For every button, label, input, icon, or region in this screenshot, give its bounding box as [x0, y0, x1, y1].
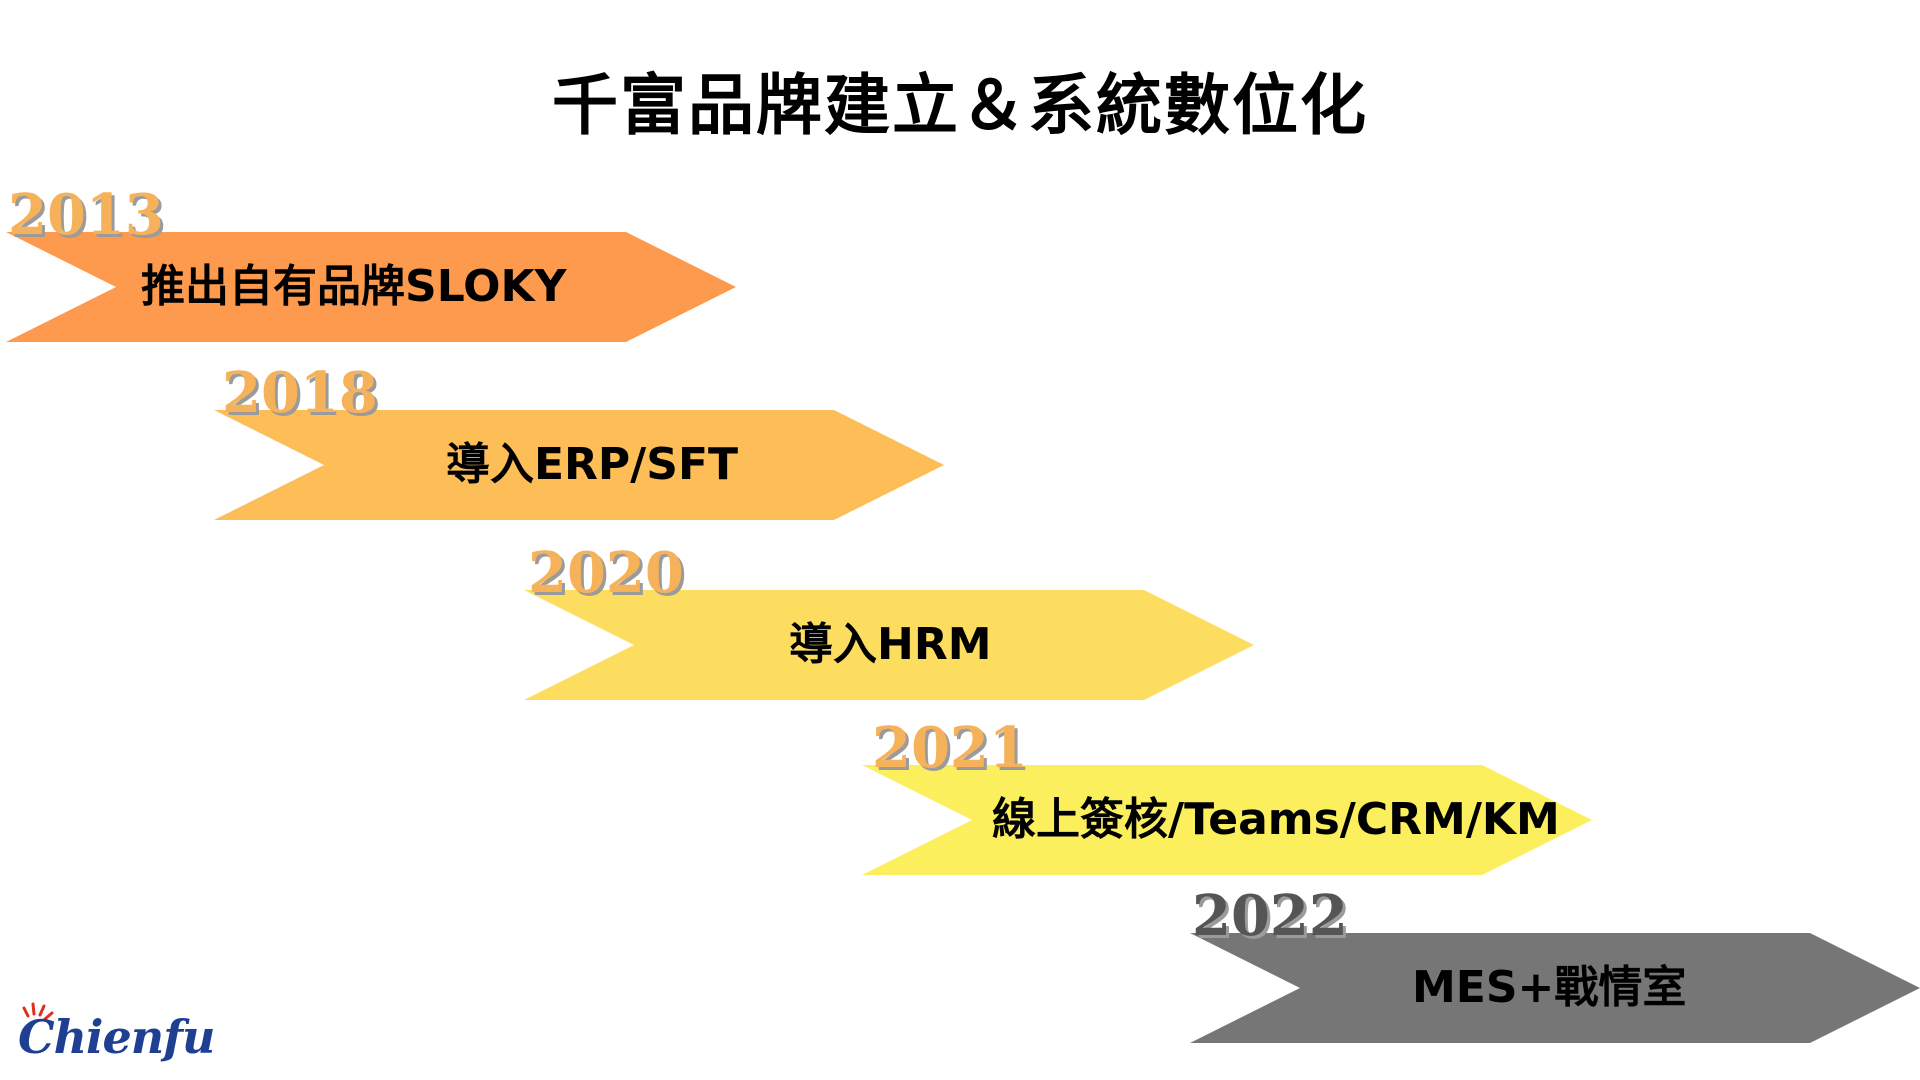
- chienfu-logo-icon: [22, 1002, 54, 1021]
- chevron-arrow-icon: [1190, 933, 1920, 1043]
- step-label: 線上簽核/Teams/CRM/KM: [992, 794, 1560, 845]
- step-label: 推出自有品牌SLOKY: [141, 261, 567, 312]
- logo-spark: [38, 1004, 46, 1017]
- chevron-shape: [862, 765, 1592, 875]
- year-label-2022: 2022: [1192, 883, 1348, 949]
- chienfu-logo: Chienfu: [18, 1000, 215, 1075]
- timeline-step-2021: 線上簽核/Teams/CRM/KM: [862, 765, 1592, 875]
- logo-spark: [22, 1006, 30, 1018]
- timeline-step-2022: MES+戰情室: [1190, 933, 1920, 1043]
- timeline-step-2020: 導入HRM: [524, 590, 1254, 700]
- slide-title: 千富品牌建立＆系統數位化: [552, 67, 1368, 144]
- chevron-arrow-icon: [524, 590, 1254, 700]
- step-label: 導入ERP/SFT: [446, 439, 739, 490]
- chevron-arrow-icon: [6, 232, 736, 342]
- logo-spark: [31, 1002, 36, 1016]
- step-label: 導入HRM: [789, 619, 992, 670]
- chevron-arrow-icon: [862, 765, 1592, 875]
- timeline-step-2018: 導入ERP/SFT: [214, 410, 944, 520]
- step-label: MES+戰情室: [1412, 962, 1687, 1013]
- timeline-step-2013: 推出自有品牌SLOKY: [6, 232, 736, 342]
- year-label-2020: 2020: [528, 540, 684, 606]
- chevron-shape: [6, 232, 736, 342]
- logo-spark: [43, 1011, 54, 1021]
- year-label-2018: 2018: [222, 360, 378, 426]
- year-label-2021: 2021: [872, 715, 1028, 781]
- year-label-2013: 2013: [8, 182, 164, 248]
- chevron-arrow-icon: [214, 410, 944, 520]
- chevron-shape: [1190, 933, 1920, 1043]
- chevron-shape: [524, 590, 1254, 700]
- logo-text: Chienfu: [18, 1010, 215, 1064]
- chevron-shape: [214, 410, 944, 520]
